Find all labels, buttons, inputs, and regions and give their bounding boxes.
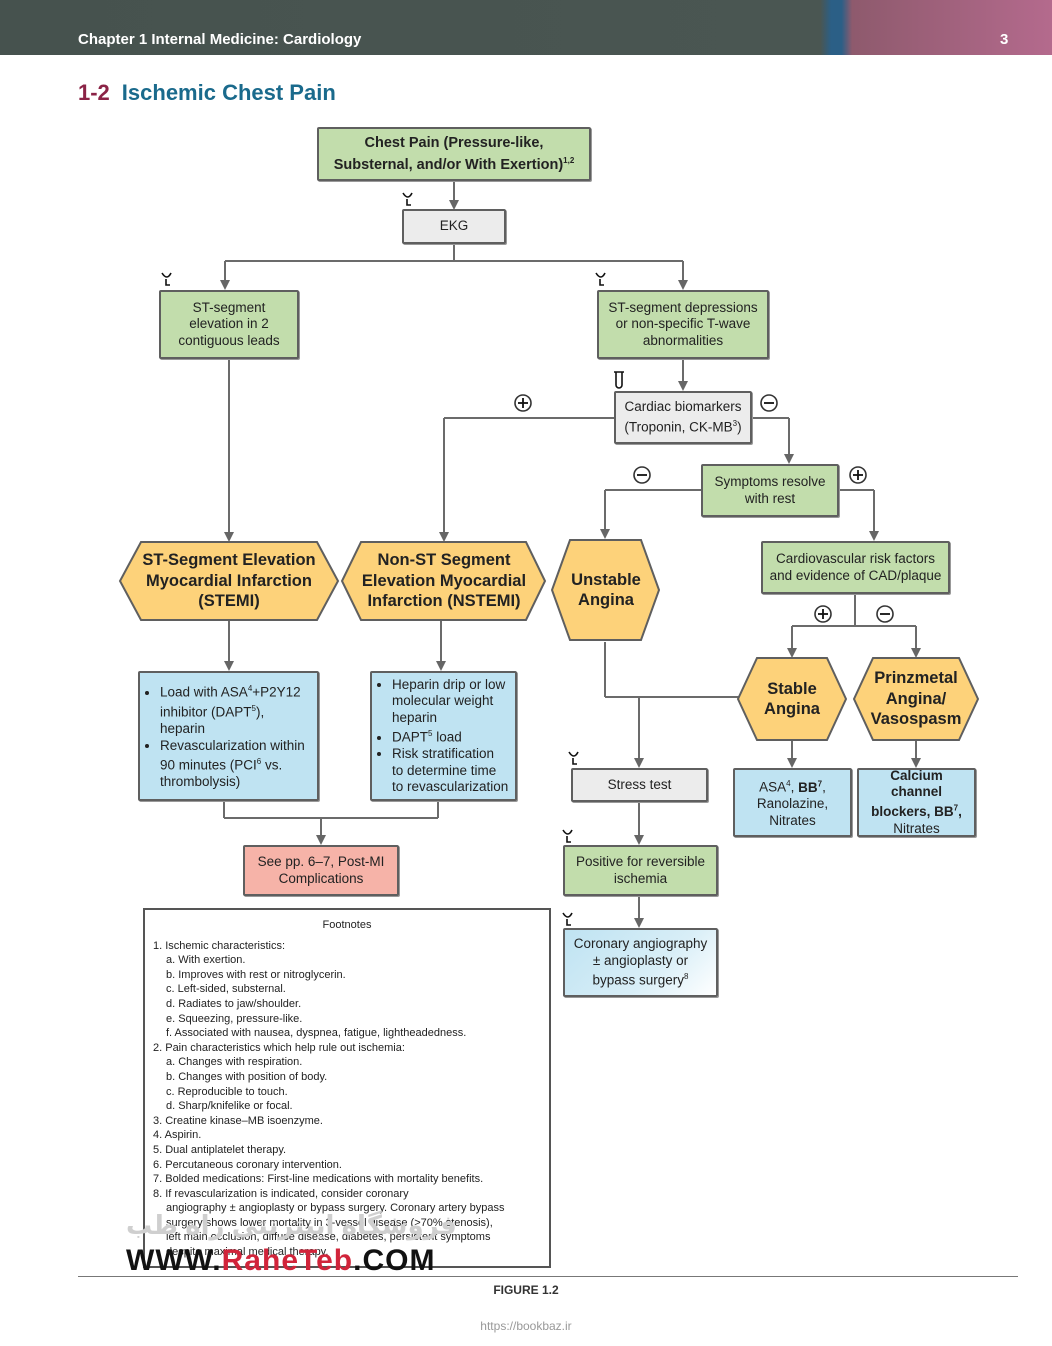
ekg-box: EKG: [402, 209, 506, 244]
nstemi-label: Non-ST Segment Elevation Myocardial Infa…: [361, 551, 527, 611]
coronary-label: Coronary angiography ± angioplasty or by…: [573, 936, 708, 988]
coronary-angiography-box: Coronary angiography ± angioplasty or by…: [563, 928, 718, 997]
watermark-farsi: فروشگاه اینترنتی راه طب: [126, 1210, 457, 1240]
st-depression-label: ST-segment depressions or non-specific T…: [608, 299, 758, 348]
footnote-line: d. Sharp/knifelike or focal.: [166, 1100, 293, 1113]
stable-treatment-label: ASA4, BB7,Ranolazine,Nitrates: [756, 779, 829, 828]
stable-angina-label: Stable Angina: [764, 679, 820, 719]
stemi-hexagon: [118, 541, 340, 621]
stethoscope-icon: [595, 272, 606, 286]
footnote-line: f. Associated with nausea, dyspnea, fati…: [166, 1027, 467, 1040]
watermark-com: .COM: [353, 1244, 436, 1277]
coronary-footnote-ref: 8: [684, 972, 689, 981]
section-title: 1-2 Ischemic Chest Pain: [78, 80, 336, 106]
stethoscope-icon: [562, 912, 573, 926]
footnote-line: 7. Bolded medications: First-line medica…: [153, 1173, 484, 1186]
stable-treatment-box: ASA4, BB7,Ranolazine,Nitrates: [733, 768, 852, 837]
symptoms-label: Symptoms resolve with rest: [714, 474, 826, 506]
bottom-divider: [78, 1276, 1018, 1277]
chest-pain-label: Chest Pain (Pressure-like, Substernal, a…: [333, 135, 564, 173]
footnotes-box: Footnotes 1. Ischemic characteristics: a.…: [143, 908, 551, 1268]
ekg-label: EKG: [439, 218, 469, 234]
stemi-treatment-item: Revascularization within 90 minutes (PCI…: [160, 738, 311, 791]
page-header: Chapter 1 Internal Medicine: Cardiology …: [0, 0, 1052, 55]
footnote-line: a. With exertion.: [166, 954, 246, 967]
footnotes-title: Footnotes: [322, 919, 372, 931]
footnote-line: b. Improves with rest or nitroglycerin.: [166, 968, 346, 981]
stethoscope-icon: [402, 192, 413, 206]
nstemi-hexagon: [340, 541, 547, 621]
watermark-www: WWW.: [126, 1244, 222, 1277]
positive-ischemia-box: Positive for reversible ischemia: [563, 845, 718, 896]
prinzmetal-treatment-label: Calcium channel blockers, BB7,Nitrates: [871, 767, 962, 836]
chapter-title: Chapter 1 Internal Medicine: Cardiology: [78, 31, 362, 48]
stress-test-box: Stress test: [571, 768, 708, 802]
stress-test-label: Stress test: [607, 776, 672, 792]
footnote-line: despite maximal medical therapy.: [166, 1246, 329, 1259]
footnote-line: 1. Ischemic characteristics:: [153, 939, 286, 952]
nstemi-treatment-list: Heparin drip or low molecular weight hep…: [378, 677, 509, 796]
source-url: https://bookbaz.ir: [480, 1319, 572, 1333]
stable-hexagon: [736, 657, 848, 741]
stethoscope-icon: [562, 829, 573, 843]
cv-risk-label: Cardiovascular risk factors and evidence…: [769, 551, 942, 583]
footnote-line: e. Squeezing, pressure-like.: [166, 1012, 303, 1025]
section-title-text: Ischemic Chest Pain: [121, 80, 336, 105]
watermark-raheteb: RaheTeb: [221, 1244, 354, 1277]
prinzmetal-treatment-box: Calcium channel blockers, BB7,Nitrates: [857, 768, 976, 837]
footnote-line: 5. Dual antiplatelet therapy.: [153, 1143, 287, 1156]
stemi-treatment-box: Load with ASA4+P2Y12 inhibitor (DAPT5), …: [138, 671, 319, 801]
footnote-line: angiography ± angioplasty or bypass surg…: [166, 1202, 505, 1215]
unstable-hexagon: [550, 539, 661, 641]
page-number: 3: [1000, 31, 1009, 48]
nstemi-treatment-item: Heparin drip or low molecular weight hep…: [392, 677, 509, 727]
footnote-line: surgery shows lower mortality in 3-vesse…: [166, 1216, 493, 1229]
chest-pain-footnote-ref: 1,2: [563, 156, 575, 166]
post-mi-label: See pp. 6–7, Post-MI Complications: [257, 854, 385, 886]
footnote-line: d. Radiates to jaw/shoulder.: [166, 997, 302, 1010]
footnote-line: 3. Creatine kinase–MB isoenzyme.: [153, 1114, 323, 1127]
prinzmetal-hexagon: [852, 657, 980, 741]
footnote-line: b. Changes with position of body.: [166, 1070, 328, 1083]
footnote-line: a. Changes with respiration.: [166, 1056, 303, 1069]
watermark-logo: WWW.RaheTeb.COM: [126, 1244, 435, 1278]
section-number: 1-2: [78, 80, 110, 105]
footnote-line: c. Reproducible to touch.: [166, 1085, 288, 1098]
figure-label: FIGURE 1.2: [493, 1283, 559, 1297]
st-depression-box: ST-segment depressions or non-specific T…: [597, 290, 769, 359]
st-elevation-label: ST-segment elevation in 2 contiguous lea…: [178, 299, 280, 348]
unstable-angina-label: Unstable Angina: [571, 570, 641, 610]
footnotes-list: 1. Ischemic characteristics: a. With exer…: [153, 939, 541, 1260]
stemi-label: ST-Segment Elevation Myocardial Infarcti…: [142, 551, 316, 611]
test-tube-icon: [614, 371, 624, 389]
nstemi-treatment-item: Risk stratification to determine time to…: [392, 746, 509, 796]
footnote-line: c. Left-sided, substernal.: [166, 983, 286, 996]
footnote-line: left main occlusion, diffuse disease, di…: [166, 1231, 491, 1244]
biomarkers-footnote-ref: 3: [732, 418, 738, 428]
nstemi-treatment-box: Heparin drip or low molecular weight hep…: [370, 671, 517, 801]
chest-pain-box: Chest Pain (Pressure-like, Substernal, a…: [317, 127, 591, 181]
stethoscope-icon: [161, 272, 172, 286]
cardiac-biomarkers-box: Cardiac biomarkers (Troponin, CK-MB3): [614, 391, 752, 444]
footnote-line: 4. Aspirin.: [153, 1129, 202, 1142]
footnote-line: 2. Pain characteristics which help rule …: [153, 1041, 405, 1054]
prinzmetal-label: Prinzmetal Angina/ Vasospasm: [870, 669, 962, 729]
symptoms-resolve-box: Symptoms resolve with rest: [701, 464, 839, 517]
footnote-line: 6. Percutaneous coronary intervention.: [153, 1158, 342, 1171]
biomarkers-label: Cardiac biomarkers (Troponin, CK-MB: [624, 399, 742, 435]
cv-risk-box: Cardiovascular risk factors and evidence…: [761, 541, 950, 594]
nstemi-treatment-item: DAPT5 load: [392, 726, 509, 746]
stemi-treatment-list: Load with ASA4+P2Y12 inhibitor (DAPT5), …: [146, 681, 311, 791]
st-elevation-box: ST-segment elevation in 2 contiguous lea…: [159, 290, 299, 359]
biomarkers-label-end: ): [737, 419, 742, 435]
positive-ischemia-label: Positive for reversible ischemia: [575, 854, 706, 886]
stemi-treatment-item: Load with ASA4+P2Y12 inhibitor (DAPT5), …: [160, 681, 311, 738]
stethoscope-icon: [568, 751, 579, 765]
footnote-line: 8. If revascularization is indicated, co…: [153, 1187, 409, 1200]
post-mi-complications-box: See pp. 6–7, Post-MI Complications: [243, 845, 399, 896]
